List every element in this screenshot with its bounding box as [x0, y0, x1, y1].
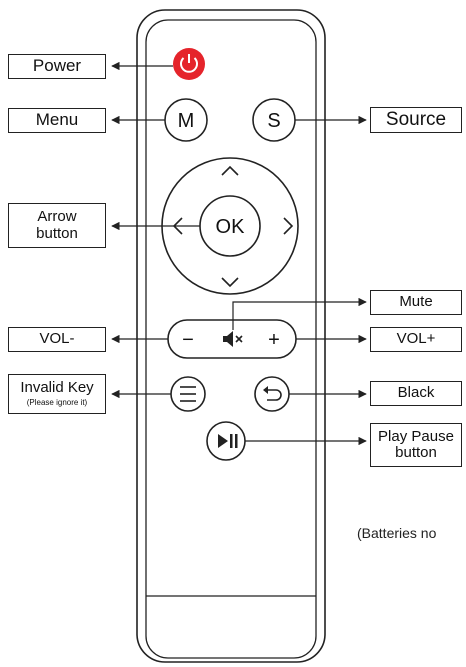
label-source: Source — [370, 107, 462, 133]
vol-minus-text: − — [182, 329, 194, 351]
label-source-text: Source — [385, 108, 447, 130]
batteries-footnote: (Batteries no — [357, 525, 437, 541]
label-invalid-key-text: Invalid Key — [20, 379, 94, 397]
label-black: Black — [370, 381, 462, 406]
label-power-text: Power — [32, 56, 82, 76]
mute-icon[interactable] — [223, 331, 243, 347]
label-arrow-button: Arrow button — [8, 203, 106, 248]
label-power: Power — [8, 54, 106, 79]
menu-button-text: M — [178, 110, 195, 132]
label-black-text: Black — [397, 384, 435, 402]
label-arrow-line2: button — [36, 224, 78, 242]
ok-button-text: OK — [216, 216, 246, 238]
vol-plus-text: + — [268, 329, 280, 351]
chevron-down-icon[interactable] — [221, 277, 239, 288]
chevron-up-icon[interactable] — [221, 165, 239, 176]
back-button[interactable] — [254, 376, 290, 412]
label-invalid-key-note: (Please ignore it) — [26, 397, 88, 407]
play-pause-icon — [218, 434, 238, 448]
mute-leader — [232, 297, 367, 330]
label-mute-text: Mute — [399, 293, 433, 311]
back-icon — [263, 386, 282, 401]
label-play-pause-line2: button — [395, 444, 437, 461]
label-vol-plus: VOL+ — [370, 327, 462, 352]
label-vol-plus-text: VOL+ — [396, 330, 436, 348]
label-arrow-line1: Arrow — [37, 208, 77, 225]
label-invalid-key: Invalid Key (Please ignore it) — [8, 374, 106, 414]
chevron-right-icon[interactable] — [283, 217, 294, 235]
label-menu: Menu — [8, 108, 106, 133]
power-icon[interactable] — [173, 48, 205, 80]
label-vol-minus: VOL- — [8, 327, 106, 352]
source-button-text: S — [267, 110, 280, 132]
hamburger-icon — [180, 386, 196, 402]
label-vol-minus-text: VOL- — [39, 330, 75, 348]
label-mute: Mute — [370, 290, 462, 315]
label-menu-text: Menu — [35, 110, 79, 130]
label-play-pause: Play Pause button — [370, 423, 462, 467]
label-play-pause-line1: Play Pause — [378, 427, 454, 445]
